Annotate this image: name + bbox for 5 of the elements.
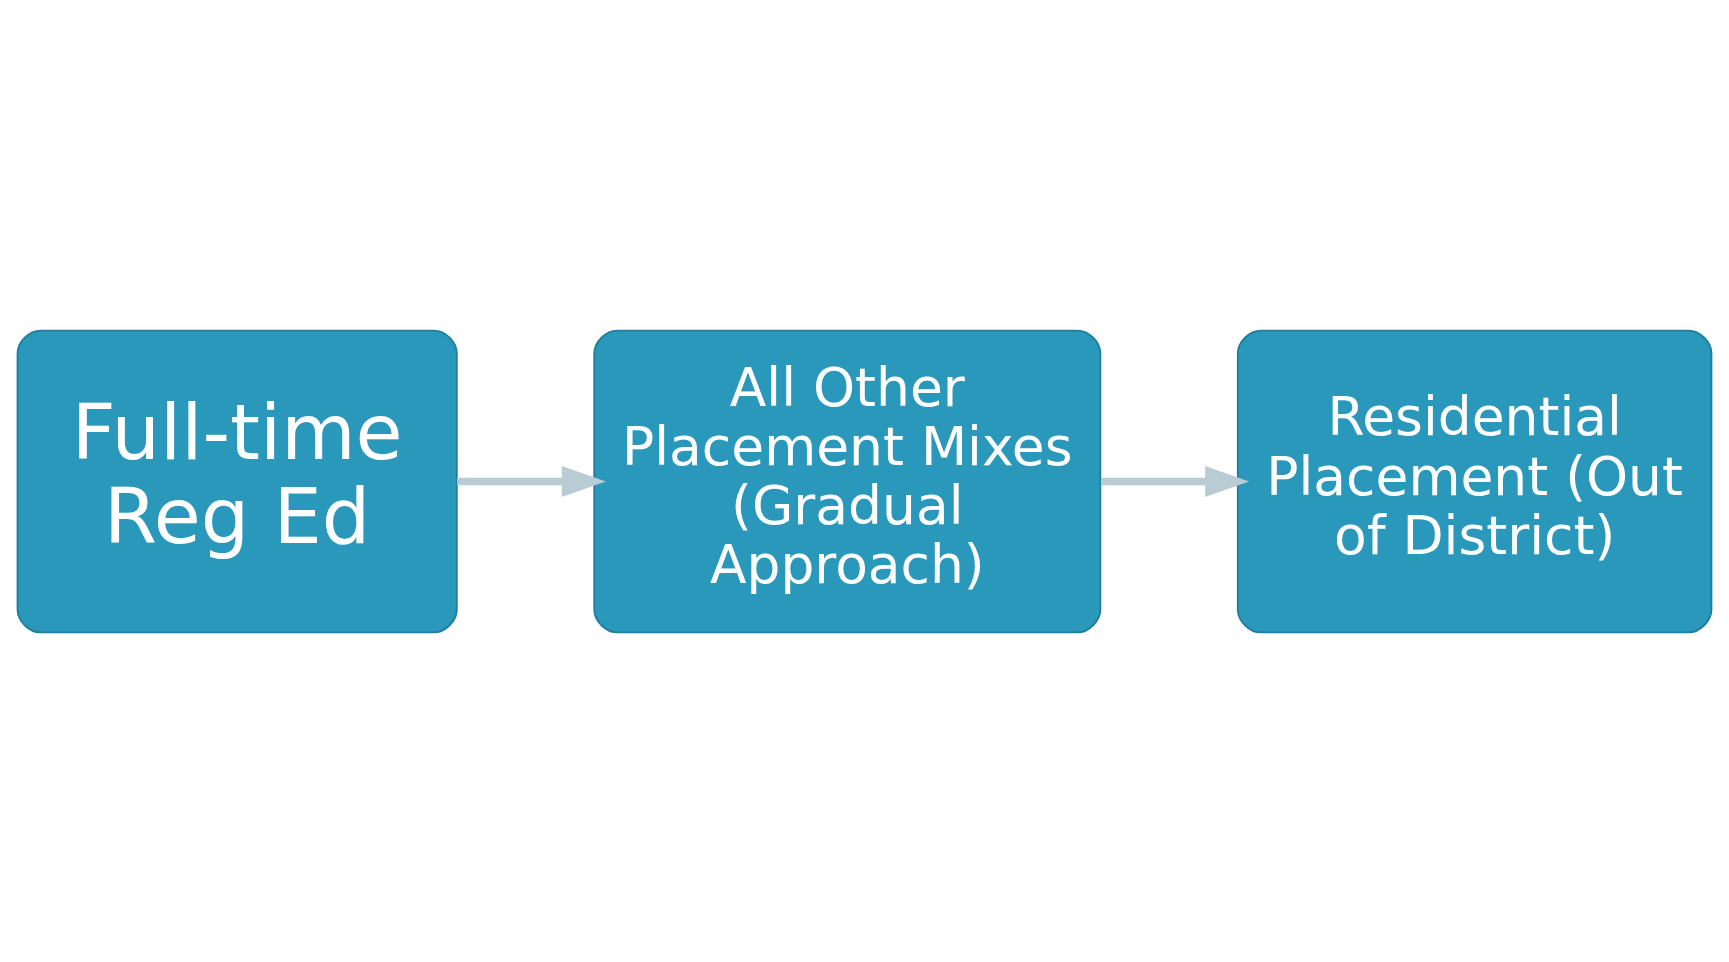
arrow — [1101, 465, 1250, 497]
node-box: Residential Placement (Out of District) — [1236, 329, 1713, 633]
node-box: All Other Placement Mixes (Gradual Approach) — [593, 329, 1102, 633]
arrow — [457, 465, 606, 497]
node-box: Full-time Reg Ed — [16, 329, 458, 633]
